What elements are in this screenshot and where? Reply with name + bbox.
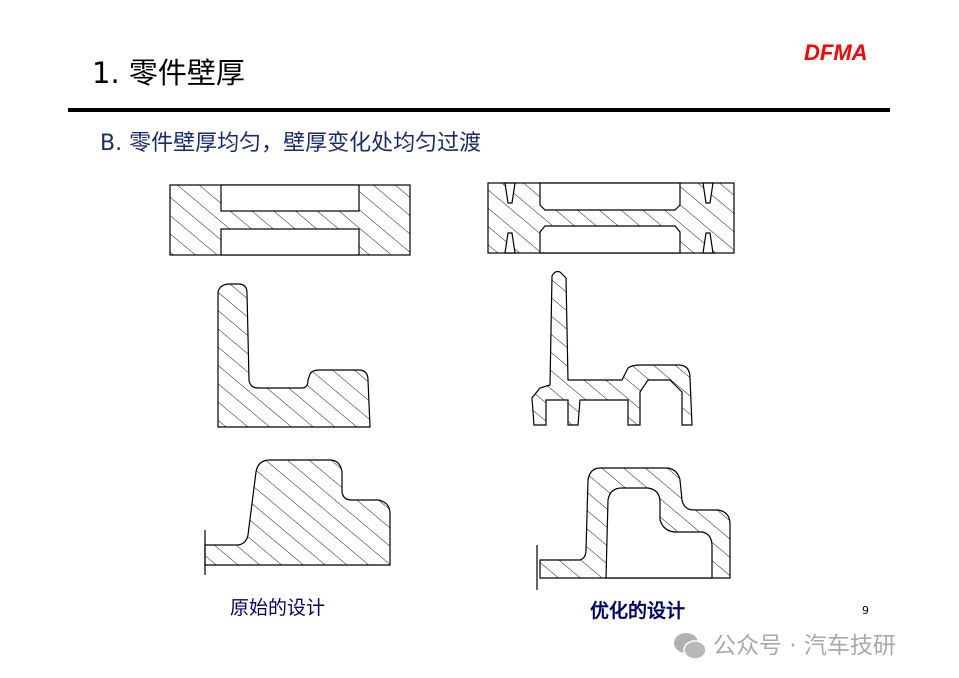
slide-subtitle: B. 零件壁厚均匀，壁厚变化处均匀过渡 (100, 131, 482, 156)
original-part-3 (204, 459, 391, 566)
original-part-2 (217, 283, 371, 428)
title-divider (68, 108, 890, 112)
optimized-part-2 (531, 270, 693, 426)
slide-title: 1. 零件壁厚 (92, 56, 245, 90)
original-part-1 (169, 184, 411, 256)
wechat-icon (674, 633, 707, 660)
watermark: 公众号 · 汽车技研 (673, 631, 896, 661)
caption-optimized-design: 优化的设计 (590, 600, 686, 622)
caption-original-design: 原始的设计 (230, 597, 326, 619)
watermark-text: 公众号 · 汽车技研 (713, 633, 896, 659)
optimized-part-1 (487, 182, 735, 254)
brand-logo: DFMA (804, 40, 868, 65)
page-number: 9 (862, 604, 869, 617)
